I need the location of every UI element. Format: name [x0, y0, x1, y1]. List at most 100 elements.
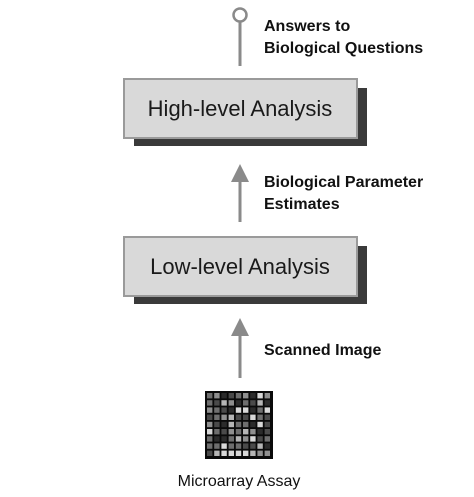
microarray-spot: [250, 443, 256, 449]
microarray-spot: [243, 414, 249, 420]
microarray-spot: [257, 429, 263, 435]
microarray-spot: [243, 400, 249, 406]
microarray-spot: [257, 414, 263, 420]
microarray-spot: [264, 400, 270, 406]
top-output-connector: [232, 7, 248, 66]
microarray-spot: [228, 429, 234, 435]
microarray-spot: [243, 407, 249, 413]
microarray-spot: [228, 407, 234, 413]
arrow-head-icon: [231, 164, 249, 182]
microarray-spot: [221, 429, 227, 435]
microarray-spot: [235, 414, 242, 420]
microarray-spot: [264, 443, 270, 449]
microarray-spot: [214, 429, 220, 435]
microarray-spot: [250, 450, 256, 456]
microarray-spot: [250, 414, 256, 420]
microarray-spot: [214, 407, 220, 413]
microarray-spot: [207, 414, 213, 420]
microarray-spot: [221, 407, 227, 413]
microarray-spot: [228, 393, 234, 399]
microarray-spot: [257, 421, 263, 428]
microarray-spot: [250, 393, 256, 399]
microarray-spot: [257, 393, 263, 399]
low-level-analysis-box: Low-level Analysis: [123, 236, 367, 304]
top-output-label-line2: Biological Questions: [264, 40, 423, 57]
microarray-spot: [235, 400, 242, 406]
microarray-spot: [228, 436, 234, 442]
microarray-spot: [243, 443, 249, 449]
microarray-spot: [264, 429, 270, 435]
microarray-spot: [228, 443, 234, 449]
microarray-spot: [264, 450, 270, 456]
bottom-edge-label: Scanned Image: [264, 342, 381, 359]
microarray-spot: [257, 443, 263, 449]
microarray-spot: [235, 393, 242, 399]
microarray-spot: [207, 429, 213, 435]
microarray-spot: [207, 436, 213, 442]
microarray-spot: [264, 393, 270, 399]
microarray-spot: [221, 393, 227, 399]
microarray-spot: [207, 400, 213, 406]
microarray-spot: [250, 400, 256, 406]
low-level-box-body: [123, 236, 358, 297]
microarray-spot: [264, 421, 270, 428]
top-output-label-line1: Answers to: [264, 18, 350, 35]
microarray-spot: [243, 393, 249, 399]
arrow-head-icon: [231, 318, 249, 336]
microarray-spot: [214, 436, 220, 442]
microarray-spot: [228, 450, 234, 456]
mid-edge-label-line1: Biological Parameter: [264, 174, 423, 191]
high-level-box-body: [123, 78, 358, 139]
microarray-spot: [264, 407, 270, 413]
microarray-spot: [257, 400, 263, 406]
microarray-spot: [214, 414, 220, 420]
microarray-spot: [214, 443, 220, 449]
microarray-spot: [221, 400, 227, 406]
microarray-spot: [250, 429, 256, 435]
microarray-spot: [235, 450, 242, 456]
microarray-spot: [257, 436, 263, 442]
microarray-spot: [257, 450, 263, 456]
microarray-spot: [228, 421, 234, 428]
microarray-spot: [221, 450, 227, 456]
microarray-spot: [235, 421, 242, 428]
microarray-spot: [228, 414, 234, 420]
parameter-estimates-arrow: [231, 164, 249, 222]
microarray-spot: [243, 436, 249, 442]
microarray-spot: [221, 436, 227, 442]
microarray-spot: [235, 429, 242, 435]
microarray-spot: [207, 421, 213, 428]
microarray-spot: [257, 407, 263, 413]
output-terminal-icon: [232, 7, 248, 23]
microarray-spot: [228, 400, 234, 406]
microarray-spot: [235, 436, 242, 442]
high-level-box-label: High-level Analysis: [148, 96, 333, 121]
microarray-spot: [214, 421, 220, 428]
microarray-spot: [250, 436, 256, 442]
high-level-analysis-box: High-level Analysis: [123, 78, 367, 146]
microarray-spot: [214, 450, 220, 456]
microarray-spot: [221, 443, 227, 449]
microarray-spot: [207, 443, 213, 449]
mid-edge-label-line2: Estimates: [264, 196, 340, 213]
microarray-spot: [207, 407, 213, 413]
microarray-spot: [207, 450, 213, 456]
microarray-spot: [221, 414, 227, 420]
microarray-assay-caption: Microarray Assay: [178, 473, 301, 490]
microarray-spot: [243, 429, 249, 435]
low-level-box-label: Low-level Analysis: [150, 254, 330, 279]
microarray-spot: [214, 393, 220, 399]
microarray-spot: [221, 421, 227, 428]
microarray-spot: [214, 400, 220, 406]
microarray-spot: [264, 436, 270, 442]
microarray-spot: [250, 421, 256, 428]
microarray-spot: [243, 450, 249, 456]
microarray-spot: [250, 407, 256, 413]
microarray-spot: [207, 393, 213, 399]
scanned-image-arrow: [231, 318, 249, 378]
microarray-grid-icon: [205, 391, 273, 459]
microarray-spot: [264, 414, 270, 420]
microarray-spot: [235, 407, 242, 413]
microarray-spot: [243, 421, 249, 428]
